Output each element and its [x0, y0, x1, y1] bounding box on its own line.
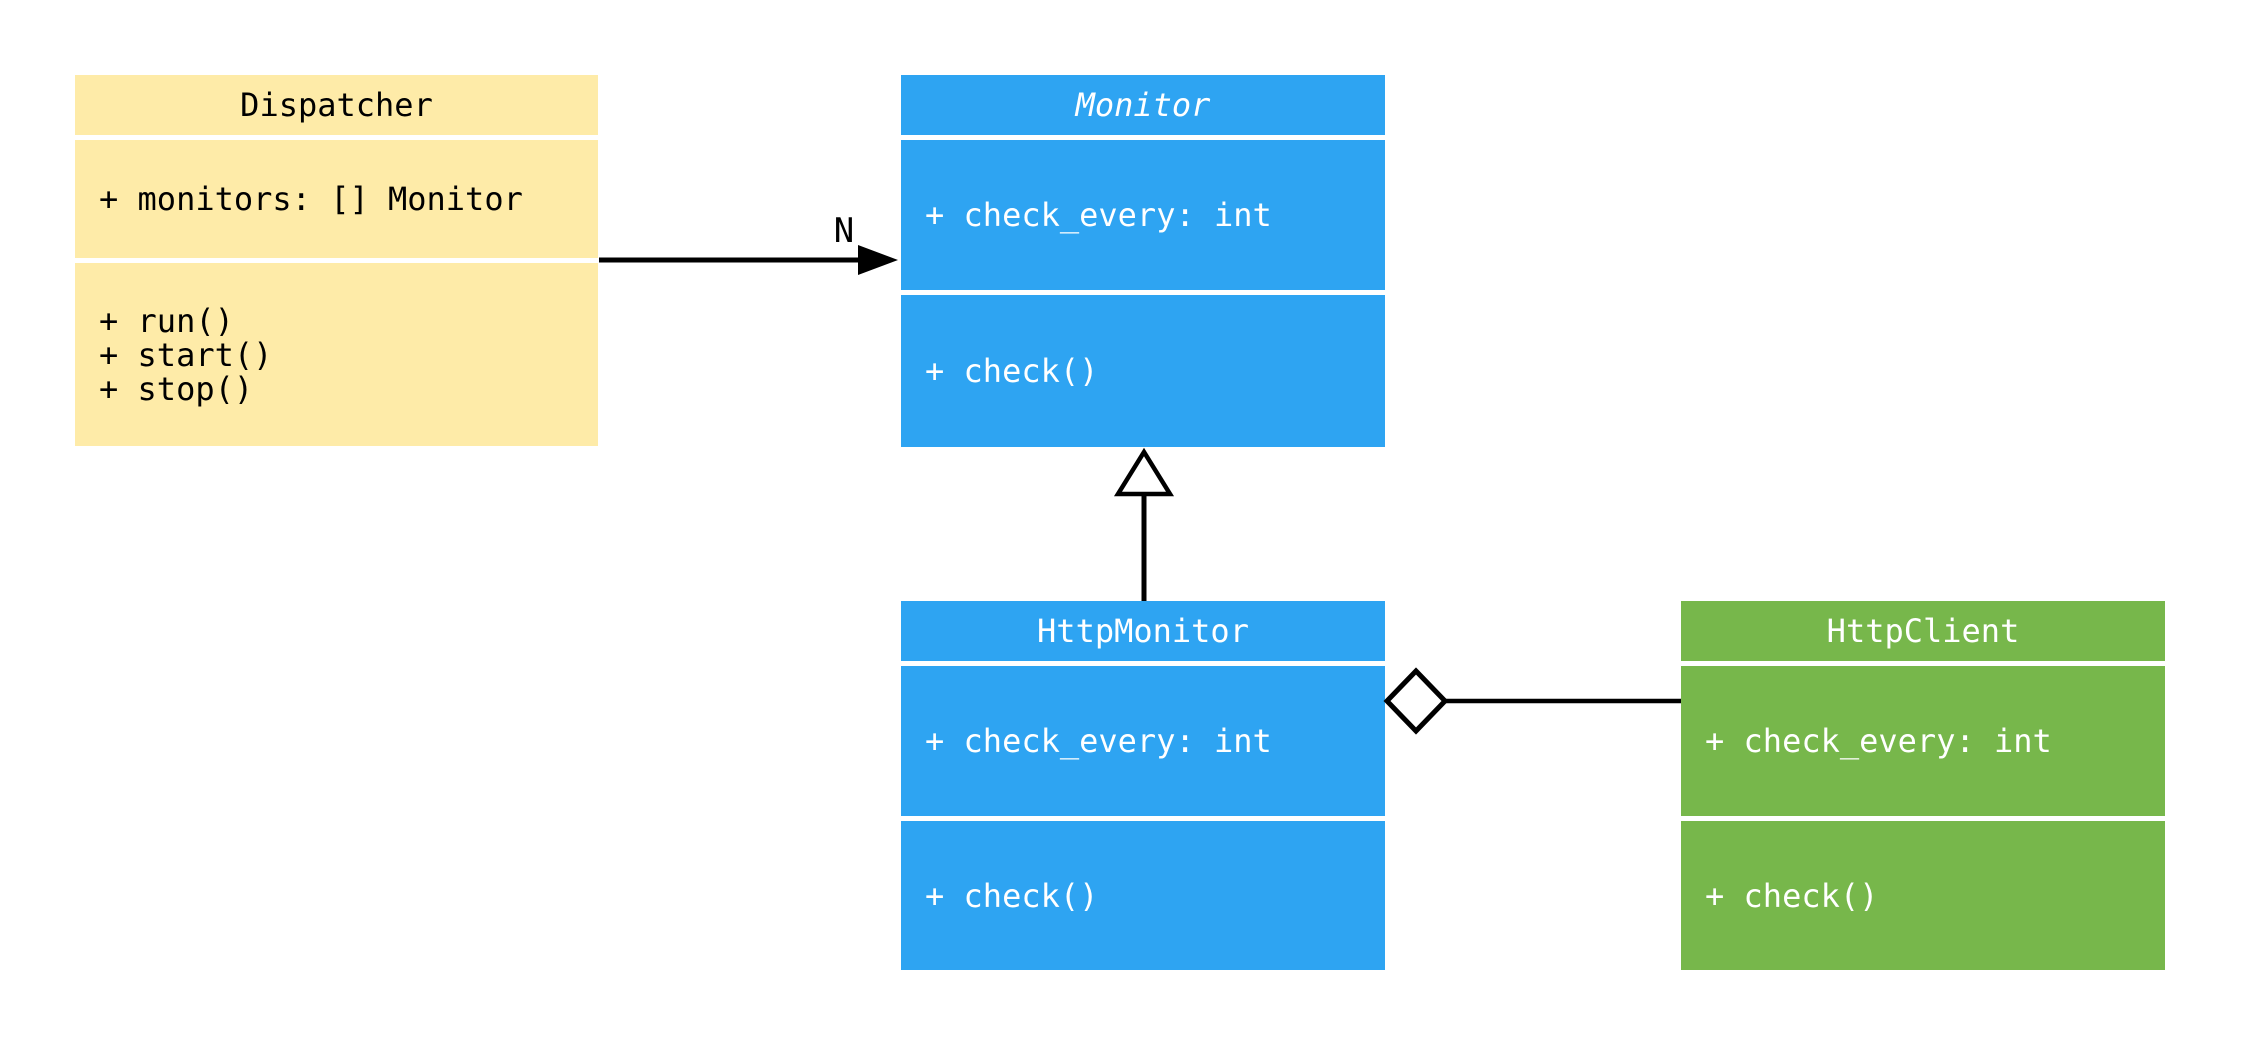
method-line: + start() [99, 335, 273, 374]
class-httpclient-methods: + check() [1681, 821, 2165, 970]
multiplicity-label: N [834, 211, 854, 251]
class-dispatcher-attributes: + monitors: [] Monitor [75, 140, 598, 258]
class-monitor-attributes: + check_every: int [901, 140, 1385, 290]
class-httpclient-title: HttpClient [1681, 601, 2165, 661]
class-httpmonitor: HttpMonitor + check_every: int + check() [901, 601, 1385, 970]
method-line: + check() [925, 352, 1099, 390]
method-line: + check() [1705, 876, 1879, 915]
class-httpmonitor-methods: + check() [901, 821, 1385, 970]
class-monitor-title: Monitor [901, 75, 1385, 135]
class-httpclient: HttpClient + check_every: int + check() [1681, 601, 2165, 970]
method-line: + check() [925, 876, 1099, 915]
method-line: + stop() [99, 369, 254, 408]
class-dispatcher: Dispatcher + monitors: [] Monitor + run(… [75, 75, 598, 446]
attribute-line: + check_every: int [925, 722, 1272, 760]
method-line: + run() [99, 301, 234, 340]
attribute-line: + check_every: int [925, 196, 1272, 234]
class-monitor: Monitor + check_every: int + check() [901, 75, 1385, 447]
attribute-line: + check_every: int [1705, 722, 2052, 760]
class-dispatcher-title: Dispatcher [75, 75, 598, 135]
inheritance-triangle-icon [1113, 447, 1175, 497]
inheritance-httpmonitor-monitor [1113, 447, 1175, 601]
class-httpmonitor-title: HttpMonitor [901, 601, 1385, 661]
aggregation-diamond-icon [1383, 667, 1449, 735]
aggregation-httpmonitor-httpclient [1383, 667, 1681, 735]
association-dispatcher-monitor: N [599, 211, 898, 275]
class-monitor-methods: + check() [901, 295, 1385, 447]
class-httpclient-attributes: + check_every: int [1681, 666, 2165, 816]
class-httpmonitor-attributes: + check_every: int [901, 666, 1385, 816]
attribute-line: + monitors: [] Monitor [99, 180, 523, 218]
association-arrowhead-icon [858, 245, 898, 275]
class-dispatcher-methods: + run() + start() + stop() [75, 263, 598, 446]
